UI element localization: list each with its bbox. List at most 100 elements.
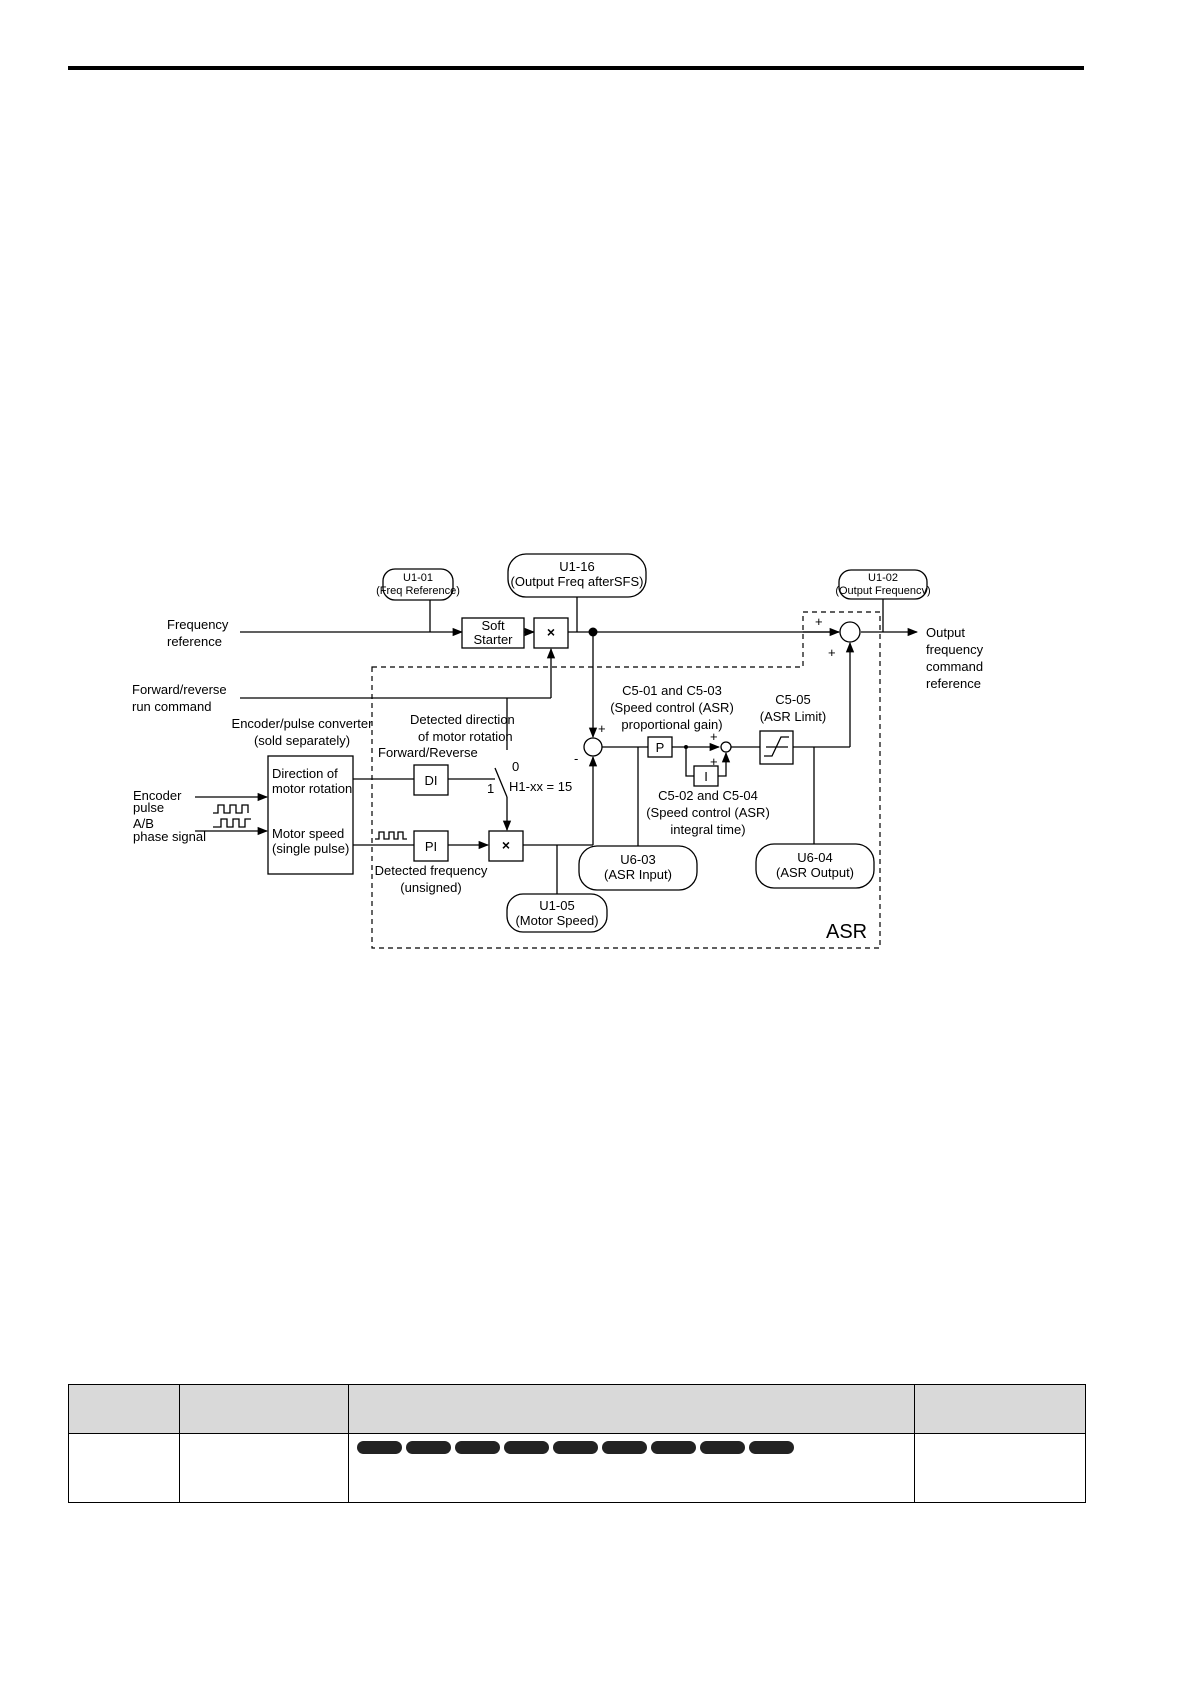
switch-1-label: 1 [487,781,494,796]
asr-sum-plus: + [598,721,606,736]
output-sum-plus-top: + [815,614,823,629]
detected-direction-label-2: of motor rotation [418,729,513,744]
i-loop-in [685,747,694,777]
fwd-rev-command-label-2: run command [132,699,211,714]
asr-sum-minus: - [574,751,578,766]
u1-01-title: U1-01 [403,572,433,584]
pi-sum-plus-bottom: + [710,754,718,769]
output-label-1: Output [926,625,965,640]
converter-title-2: (sold separately) [254,733,350,748]
control-mode-badges [349,1434,914,1454]
u1-05-monitor [506,893,608,933]
mode-badge [553,1441,598,1454]
cell-1 [68,1433,180,1503]
u1-16-title: U1-16 [559,559,594,574]
mode-badge [651,1441,696,1454]
converter-speed-label-1: Motor speed [272,826,344,841]
u6-04-monitor [755,843,875,889]
soft-starter-block [461,617,525,649]
output-label-2: frequency [926,642,984,657]
pi-pulse-wave [375,831,407,840]
u1-01-monitor [382,568,454,601]
c5-05-label-2: (ASR Limit) [760,709,826,724]
u1-05-title: U1-05 [539,898,574,913]
u6-04-subtitle: (ASR Output) [776,865,854,880]
c5-02-04-label-2: (Speed control (ASR) [646,805,770,820]
encoder-pulse-wave-b [213,818,251,828]
mode-badge [406,1441,451,1454]
mode-badge [455,1441,500,1454]
mode-badge [602,1441,647,1454]
soft-starter-label-1: Soft [481,618,505,633]
fwd-rev-command-label-1: Forward/reverse [132,682,227,697]
output-sum-plus-bottom: + [828,645,836,660]
c5-01-03-label-1: C5-01 and C5-03 [622,683,722,698]
di-block [413,764,449,796]
asr-boundary [371,611,881,949]
converter-direction-label-1: Direction of [272,766,338,781]
pi-sum-junction [720,741,732,753]
forward-reverse-label: Forward/Reverse [378,745,478,760]
c5-01-03-label-2: (Speed control (ASR) [610,700,734,715]
output-sum-junction [839,621,861,643]
converter-speed-label-2: (single pulse) [272,841,349,856]
output-label-3: command [926,659,983,674]
u1-16-subtitle: (Output Freq afterSFS) [511,574,644,589]
multiply-block-upper [533,617,569,649]
asr-block-diagram: ASR Frequency reference Forward/reverse … [132,553,984,949]
header-cell-2 [179,1384,349,1434]
frequency-reference-label-1: Frequency [167,617,229,632]
multiply-symbol-upper: × [547,624,555,640]
table-header-row [68,1384,1086,1434]
multiply-symbol-lower: × [502,837,510,853]
detected-frequency-label-1: Detected frequency [375,863,488,878]
mode-badge [504,1441,549,1454]
cell-3 [348,1433,915,1503]
switch-blade [494,767,508,798]
u1-05-subtitle: (Motor Speed) [515,913,598,928]
asr-sum-junction [583,737,603,757]
table-row [68,1433,1086,1503]
c5-01-03-label-3: proportional gain) [621,717,722,732]
pi-block [413,830,449,862]
header-rule [68,66,1084,70]
encoder-pulse-wave-a [213,804,249,814]
u6-03-title: U6-03 [620,852,655,867]
header-cell-3 [348,1384,915,1434]
c5-05-label-1: C5-05 [775,692,810,707]
u6-03-monitor [578,845,698,891]
soft-starter-label-2: Starter [473,632,513,647]
detected-direction-label-1: Detected direction [410,712,515,727]
u6-04-title: U6-04 [797,850,832,865]
encoder-pulse-label-1: Encoder [133,788,182,803]
output-label-4: reference [926,676,981,691]
cell-4 [914,1433,1086,1503]
parameter-table [68,1384,1086,1503]
u1-02-subtitle: (Output Frequency) [835,585,930,597]
pi-label: PI [425,839,437,854]
ab-phase-label-2: phase signal [133,829,206,844]
asr-label: ASR [826,921,867,943]
u1-01-subtitle: (Freq Reference) [376,585,460,597]
mode-badge [700,1441,745,1454]
u6-03-subtitle: (ASR Input) [604,867,672,882]
u1-02-title: U1-02 [868,572,898,584]
c5-02-04-label-3: integral time) [670,822,745,837]
encoder-pulse-label-2: pulse [133,800,164,815]
header-cell-4 [914,1384,1086,1434]
converter-title-1: Encoder/pulse converter [232,716,374,731]
detected-frequency-label-2: (unsigned) [400,880,461,895]
switch-0-label: 0 [512,759,519,774]
di-label: DI [425,773,438,788]
i-label: I [704,769,708,784]
mode-badge [749,1441,794,1454]
encoder-converter-block [267,755,354,875]
converter-direction-label-2: motor rotation [272,781,352,796]
pi-sum-plus-top: + [710,729,718,744]
c5-02-04-label-1: C5-02 and C5-04 [658,788,758,803]
h1-setting-label: H1-xx = 15 [509,779,572,794]
mode-badge [357,1441,402,1454]
header-cell-1 [68,1384,180,1434]
p-label: P [656,740,665,755]
cell-2 [179,1433,349,1503]
